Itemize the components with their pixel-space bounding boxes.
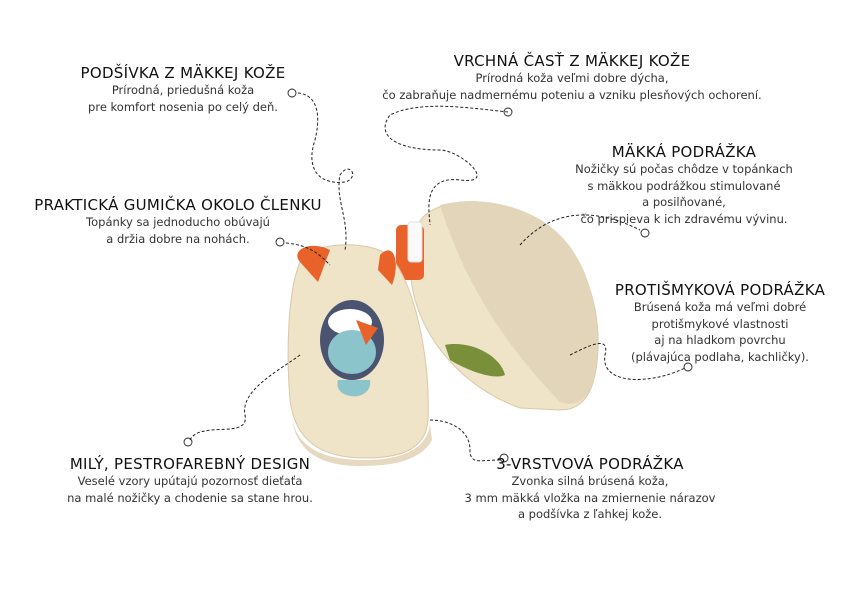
- right-shoe-image: [396, 201, 599, 411]
- feature-soft-sole: MÄKKÁ PODRÁŽKA Nožičky sú počas chôdze v…: [575, 143, 793, 227]
- feature-title: VRCHNÁ ČASŤ Z MÄKKEJ KOŽE: [453, 52, 691, 70]
- feature-title: MÄKKÁ PODRÁŽKA: [611, 143, 757, 161]
- feature-text: Brúsená koža má veľmi dobré: [633, 300, 807, 314]
- feature-text: a podšívka z ľahkej kože.: [517, 507, 663, 521]
- feature-text: (plávajúca podlaha, kachličky).: [631, 349, 809, 364]
- feature-text: čo prispieva k ich zdravému vývinu.: [580, 211, 788, 226]
- feature-text: čo zabraňuje nadmernému poteniu a vzniku…: [382, 87, 762, 102]
- feature-text: Nožičky sú počas chôdze v topánkach: [575, 162, 793, 176]
- feature-title: PROTIŠMYKOVÁ PODRÁŽKA: [614, 281, 826, 299]
- feature-text: a posilňované,: [642, 195, 726, 209]
- feature-text: Veselé vzory upútajú pozornosť dieťaťa: [77, 474, 303, 488]
- feature-text: Zvonka silná brúsená koža,: [511, 474, 669, 488]
- feature-text: a držia dobre na nohách.: [106, 231, 250, 246]
- feature-text: Prírodná, priedušná koža: [111, 83, 255, 97]
- bee-icons: [183, 88, 693, 463]
- dashed-connectors: [189, 92, 686, 462]
- feature-text: protišmykové vlastnosti: [651, 316, 789, 331]
- feature-lining: PODŠÍVKA Z MÄKKEJ KOŽE Prírodná, prieduš…: [81, 64, 286, 115]
- feature-elastic: PRAKTICKÁ GUMIČKA OKOLO ČLENKU Topánky s…: [34, 196, 321, 247]
- left-shoe-image: [287, 244, 432, 466]
- feature-text: s mäkkou podrážkou stimulované: [587, 178, 781, 193]
- feature-title: MILÝ, PESTROFAREBNÝ DESIGN: [69, 455, 311, 473]
- feature-antislip: PROTIŠMYKOVÁ PODRÁŽKA Brúsená koža má ve…: [615, 281, 825, 365]
- feature-title: PODŠÍVKA Z MÄKKEJ KOŽE: [80, 64, 286, 82]
- feature-text: Prírodná koža veľmi dobre dýcha,: [475, 71, 669, 85]
- feature-text: 3 mm mäkká vložka na zmiernenie nárazov: [464, 490, 716, 505]
- feature-title: 3-VRSTVOVÁ PODRÁŽKA: [496, 455, 684, 473]
- feature-text: pre komfort nosenia po celý deň.: [88, 99, 278, 114]
- feature-upper: VRCHNÁ ČASŤ Z MÄKKEJ KOŽE Prírodná koža …: [382, 52, 761, 103]
- feature-title: PRAKTICKÁ GUMIČKA OKOLO ČLENKU: [34, 196, 322, 214]
- feature-three-layer: 3-VRSTVOVÁ PODRÁŽKA Zvonka silná brúsená…: [465, 455, 716, 523]
- feature-design: MILÝ, PESTROFAREBNÝ DESIGN Veselé vzory …: [67, 455, 313, 506]
- feature-text: Topánky sa jednoducho obúvajú: [86, 215, 270, 229]
- feature-text: aj na hladkom povrchu: [654, 333, 786, 347]
- feature-text: na malé nožičky a chodenie sa stane hrou…: [67, 490, 313, 505]
